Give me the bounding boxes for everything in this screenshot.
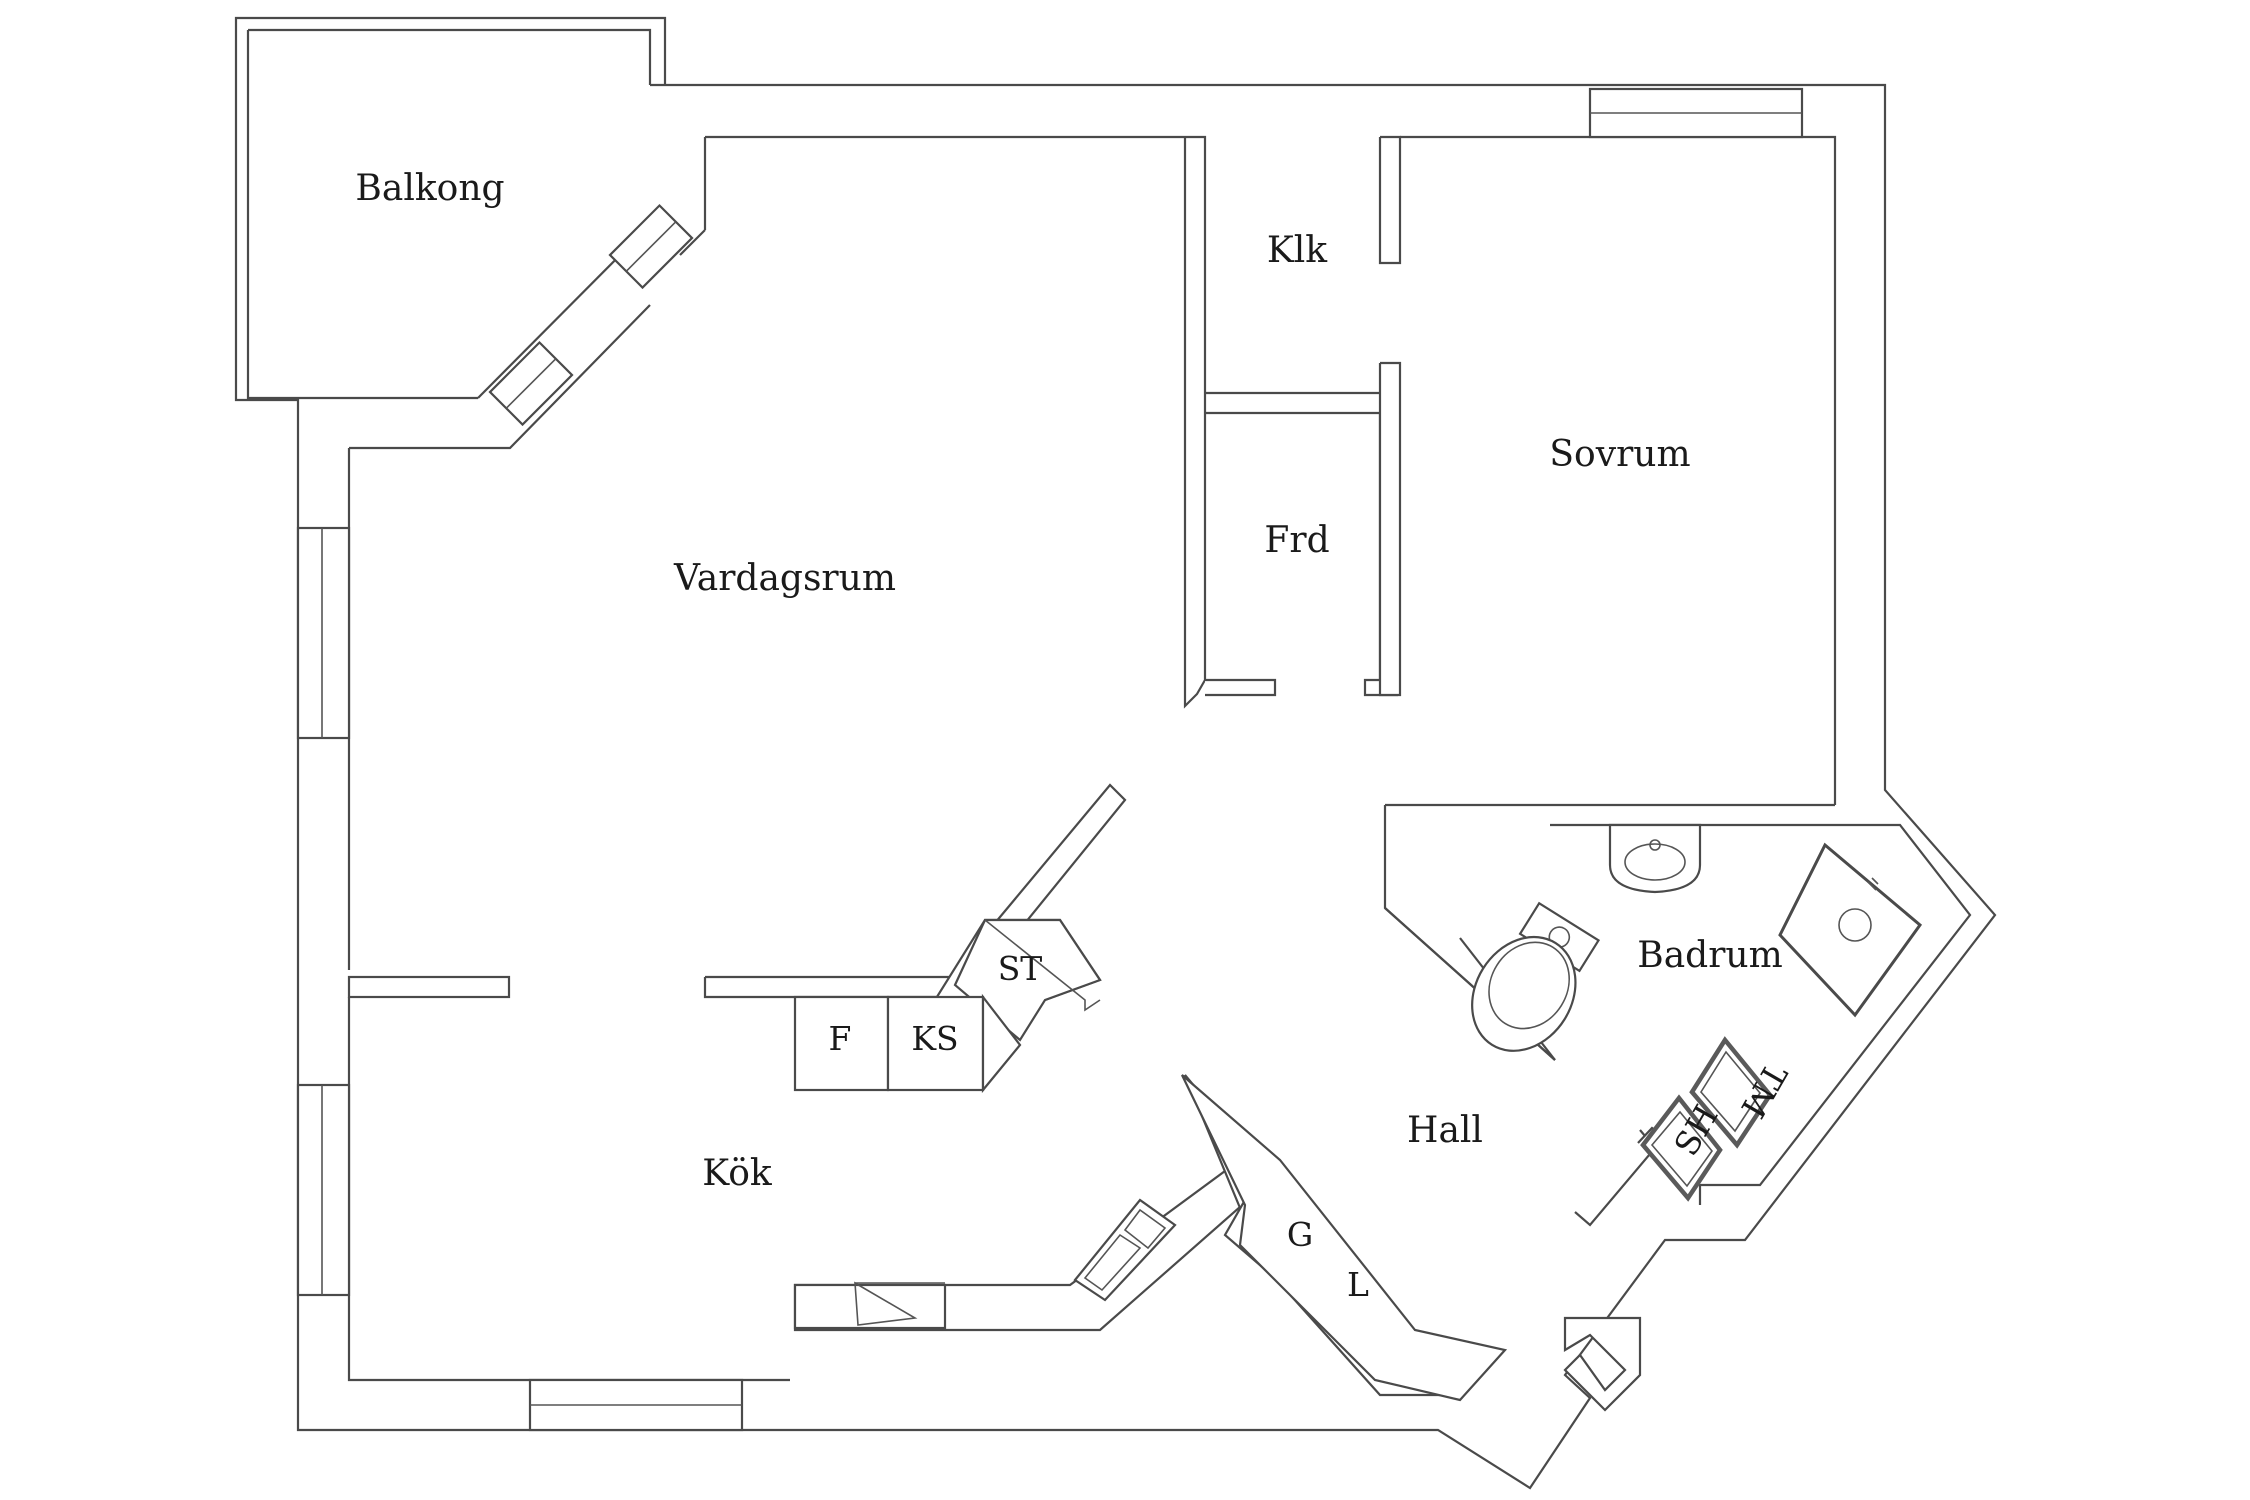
fixture-label-st: ST (998, 949, 1043, 988)
fixture-label-l: L (1347, 1265, 1369, 1304)
room-label-badrum: Badrum (1637, 935, 1783, 976)
room-label-kok: Kök (702, 1153, 773, 1194)
kitchen-sink-icon (1073, 1198, 1177, 1302)
room-label-klk: Klk (1267, 230, 1328, 271)
entry-arrow-icon (1563, 1316, 1642, 1412)
room-label-frd: Frd (1264, 520, 1329, 561)
room-label-hall: Hall (1407, 1110, 1483, 1151)
room-label-sovrum: Sovrum (1549, 434, 1690, 475)
room-label-balkong: Balkong (355, 168, 504, 209)
washing-machine: TM (1689, 1036, 1795, 1149)
sink-icon (1608, 823, 1702, 894)
closet-walls (1183, 135, 1402, 709)
bathroom: TM SH (1384, 823, 1972, 1227)
balcony (246, 28, 706, 450)
fixture-label-g: G (1287, 1215, 1313, 1254)
fixture-label-ks: KS (911, 1019, 958, 1058)
kitchen-fixtures (793, 918, 1508, 1402)
toilet-icon (1471, 901, 1601, 1052)
room-label-vardagsrum: Vardagsrum (673, 558, 896, 599)
shower-icon (1778, 842, 1923, 1018)
dryer: SH (1640, 1094, 1726, 1202)
outer-wall (234, 16, 1997, 1490)
fixture-label-f: F (829, 1019, 852, 1058)
